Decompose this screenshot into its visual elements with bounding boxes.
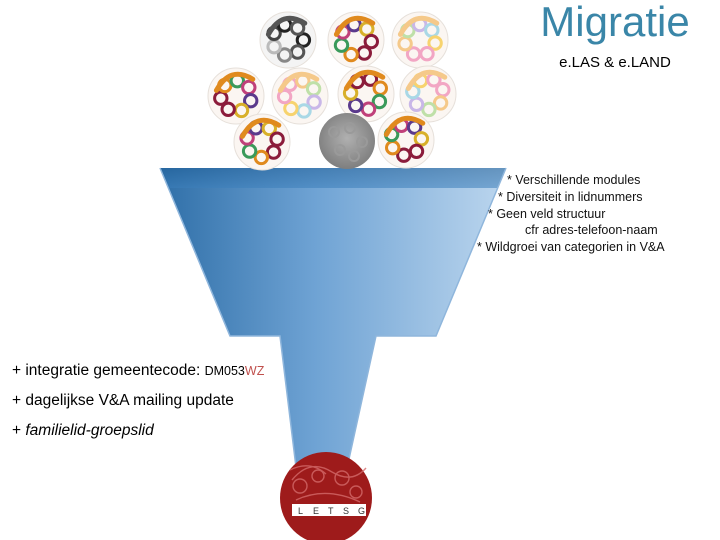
source-circle: [391, 11, 449, 69]
logo-strip: [292, 504, 366, 516]
page-title: Migratie: [540, 0, 690, 45]
municipality-code: DM053: [204, 364, 245, 378]
municipality-code-tail: WZ: [244, 364, 265, 378]
source-circle: [377, 111, 435, 169]
source-circle: [233, 113, 291, 171]
logo-letter: L: [298, 506, 303, 516]
grey-circle-pattern: [328, 122, 368, 162]
issue-item: * Verschillende modules: [507, 173, 641, 187]
source-circle: [327, 11, 385, 69]
addition-item: + familielid-groepslid: [12, 422, 264, 452]
logo-letter: S: [343, 506, 349, 516]
source-circles: [207, 11, 457, 171]
issue-item: * Geen veld structuur: [488, 206, 606, 221]
issue-item: cfr adres-telefoon-naam: [525, 223, 658, 238]
issue-item: * Wildgroei van categorien in V&A: [477, 240, 665, 255]
logo-letter: T: [328, 506, 334, 516]
addition-item: + integratie gemeentecode: DM053WZ: [12, 362, 264, 392]
source-circle: [259, 11, 317, 69]
result-circle: [280, 452, 372, 540]
source-circle: [207, 67, 265, 125]
addition-item: + dagelijkse V&A mailing update: [12, 392, 264, 422]
addition-list: + integratie gemeentecode: DM053WZ + dag…: [12, 362, 264, 452]
addition-label: + integratie gemeentecode:: [12, 362, 205, 379]
source-circle: [399, 65, 457, 123]
addition-label: familielid-groepslid: [25, 422, 154, 439]
addition-plus: +: [12, 422, 26, 439]
funnel-top-rim: [160, 168, 506, 188]
funnel-body: [160, 168, 506, 500]
issue-list: * Verschillende modules * Diversiteit in…: [470, 172, 692, 256]
issue-item: * Diversiteit in lidnummers: [498, 189, 643, 204]
logo-letter: G: [358, 506, 365, 516]
addition-label: + dagelijkse V&A mailing update: [12, 392, 234, 409]
page-subtitle: e.LAS & e.LAND: [559, 54, 671, 71]
logo-letter: E: [313, 506, 319, 516]
source-circle: [271, 67, 329, 125]
